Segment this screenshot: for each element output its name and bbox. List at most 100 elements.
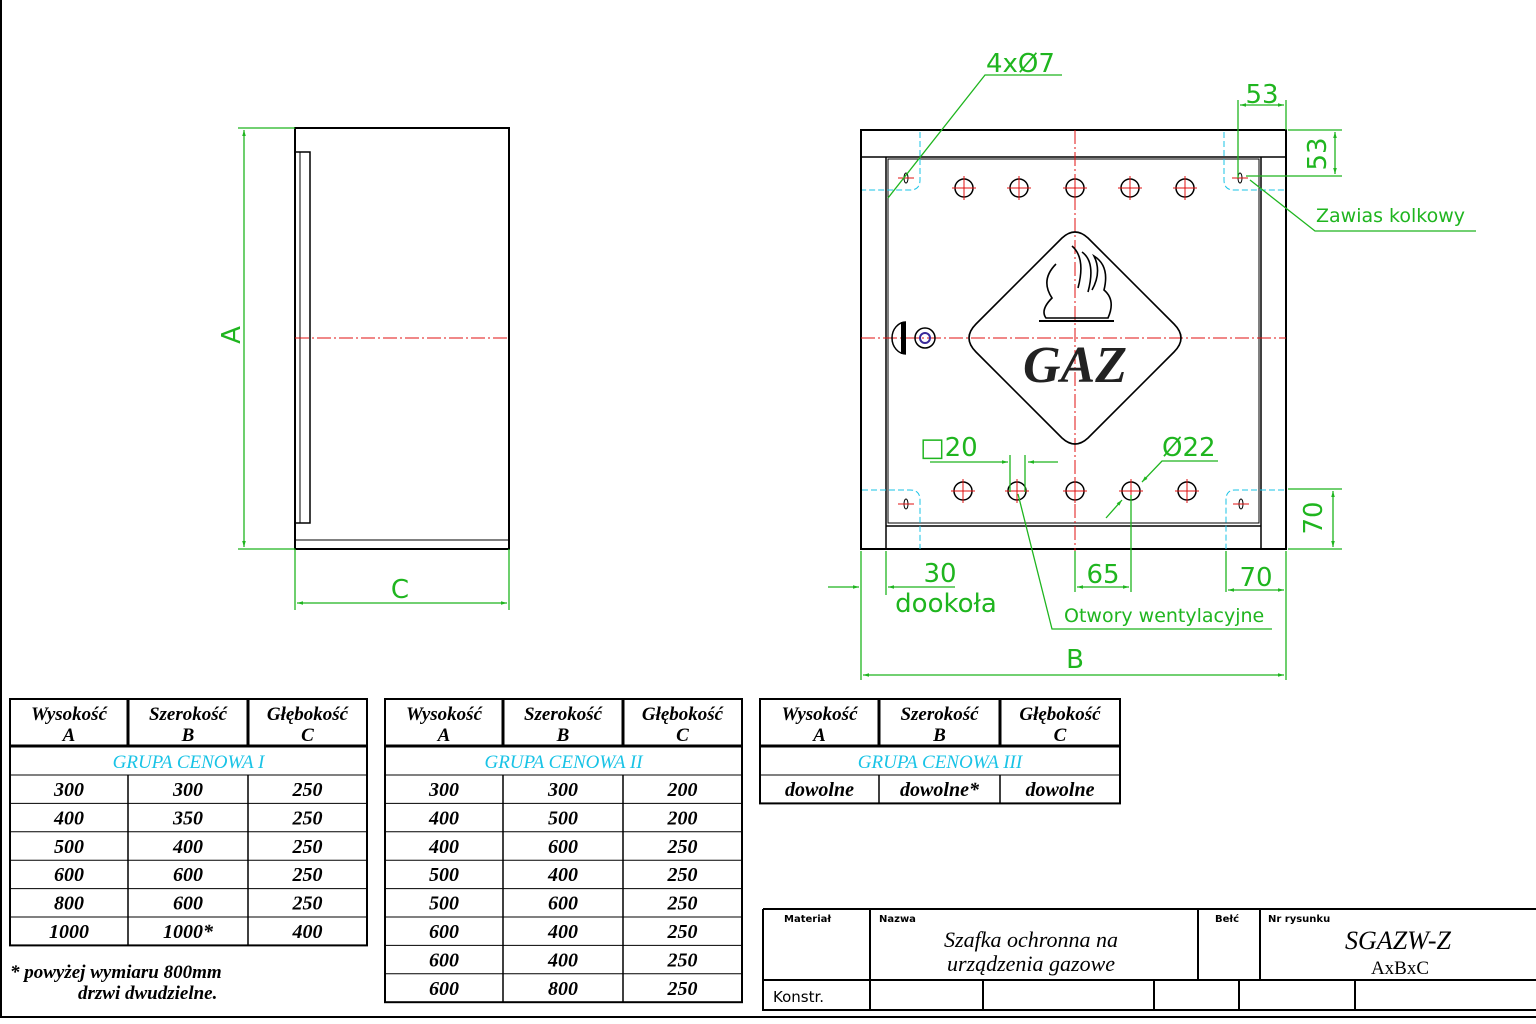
table-cell: 400	[53, 807, 84, 829]
table-cell: 250	[667, 864, 698, 886]
hinge-label: Zawias kolkowy	[1316, 205, 1465, 227]
table-cell: 1000	[49, 921, 89, 943]
table-cell: 250	[667, 921, 698, 943]
drawing-number: SGAZW-Z	[1345, 926, 1451, 955]
vent-hole	[1118, 176, 1142, 200]
table-cell: 600	[548, 893, 578, 915]
material-label: Materiał	[784, 914, 831, 925]
column-header: C	[676, 725, 689, 746]
table-cell: 600	[173, 893, 203, 915]
table-cell: 400	[428, 807, 459, 829]
drawing-name-line2: urządzenia gazowe	[947, 951, 1115, 976]
table-cell: 600	[173, 864, 203, 886]
table-cell: 250	[667, 893, 698, 915]
column-header: C	[301, 725, 314, 746]
table-row: 600 400 250	[429, 921, 698, 943]
table-cell: 250	[667, 836, 698, 858]
table-cell: 400	[172, 836, 203, 858]
column-header: C	[1054, 725, 1067, 746]
table-cell: 400	[428, 836, 459, 858]
table-cell: dowolne	[1026, 779, 1095, 801]
price-group-label: GRUPA CENOWA II	[484, 752, 644, 773]
table-cell: 300	[428, 779, 459, 801]
vent-label: Otwory wentylacyjne	[1064, 605, 1264, 627]
dimension-b-label: B	[1066, 645, 1084, 675]
column-header: Wysokość	[31, 704, 108, 725]
vent-square-label: □20	[920, 433, 978, 463]
table-row: 600 600 250	[54, 864, 323, 886]
table-cell: 300	[547, 779, 578, 801]
column-header: A	[812, 725, 826, 746]
table-cell: 400	[547, 921, 578, 943]
table-cell: 250	[292, 836, 323, 858]
lock-icon	[891, 321, 936, 355]
flame-icon	[1043, 245, 1112, 319]
margin-label: dookoła	[895, 589, 997, 619]
drawing-subtitle: AxBxC	[1371, 958, 1429, 979]
column-header: A	[437, 725, 451, 746]
gas-warning-sign: GAZ	[968, 231, 1182, 445]
dimension-a-label: A	[217, 326, 247, 344]
table-cell: 1000*	[163, 921, 214, 943]
ventilation-holes	[951, 176, 1199, 503]
table-cell: 500	[429, 864, 459, 886]
column-header: B	[181, 725, 195, 746]
column-header: Głębokość	[1019, 704, 1101, 725]
table-cell: 800	[54, 893, 84, 915]
table-cell: 350	[172, 807, 203, 829]
column-header: B	[932, 725, 946, 746]
table-cell: 600	[54, 864, 84, 886]
table-cell: 400	[547, 949, 578, 971]
table-cell: 250	[667, 949, 698, 971]
name-label: Nazwa	[879, 914, 916, 925]
table-cell: dowolne*	[900, 779, 980, 801]
table-cell: 600	[429, 949, 459, 971]
vent-hole	[951, 479, 975, 503]
table-cell: 200	[667, 779, 698, 801]
table-cell: 250	[292, 779, 323, 801]
table-row: 500 400 250	[54, 836, 323, 858]
table-row: 600 800 250	[429, 978, 698, 1000]
table-cell: 500	[54, 836, 84, 858]
table-cell: 200	[667, 807, 698, 829]
vent-hole	[1175, 479, 1199, 503]
bottom-offset-label: 70	[1299, 501, 1329, 534]
table-cell: 300	[53, 779, 84, 801]
hinge-offset-horizontal: 53	[1245, 80, 1278, 110]
vent-hole	[1063, 176, 1087, 200]
table-cell: 300	[172, 779, 203, 801]
mounting-holes-label: 4xØ7	[986, 49, 1055, 79]
column-header: Głębokość	[642, 704, 724, 725]
table-cell: 500	[548, 807, 578, 829]
table-cell: 250	[292, 807, 323, 829]
table-cell: 600	[429, 978, 459, 1000]
price-group-label: GRUPA CENOWA III	[858, 752, 1024, 773]
hinge-offset-vertical: 53	[1303, 137, 1333, 170]
column-header: Szerokość	[524, 704, 603, 725]
table-row: 1000 1000* 400	[49, 921, 323, 943]
drawing-no-label: Nr rysunku	[1268, 914, 1330, 925]
column-header: Głębokość	[267, 704, 349, 725]
table-row: 400 500 200	[428, 807, 698, 829]
front-view: GAZ 4xØ7 53 53 Zawias kolkowy □20 Ø22 70…	[828, 49, 1476, 680]
price-group-label: GRUPA CENOWA I	[113, 752, 266, 773]
footnote-line1: * powyżej wymiaru 800mm	[10, 962, 222, 983]
cabinet-front-outline	[860, 129, 1287, 550]
column-header: B	[556, 725, 570, 746]
table-cell: dowolne	[785, 779, 854, 801]
table-row: 300 300 250	[53, 779, 323, 801]
vent-hole	[1063, 479, 1087, 503]
vent-hole	[1007, 176, 1031, 200]
table-cell: 250	[667, 978, 698, 1000]
table-cell: 250	[292, 864, 323, 886]
column-header: Wysokość	[782, 704, 859, 725]
table-cell: 800	[548, 978, 578, 1000]
table-cell: 400	[292, 921, 323, 943]
table-cell: 600	[429, 921, 459, 943]
